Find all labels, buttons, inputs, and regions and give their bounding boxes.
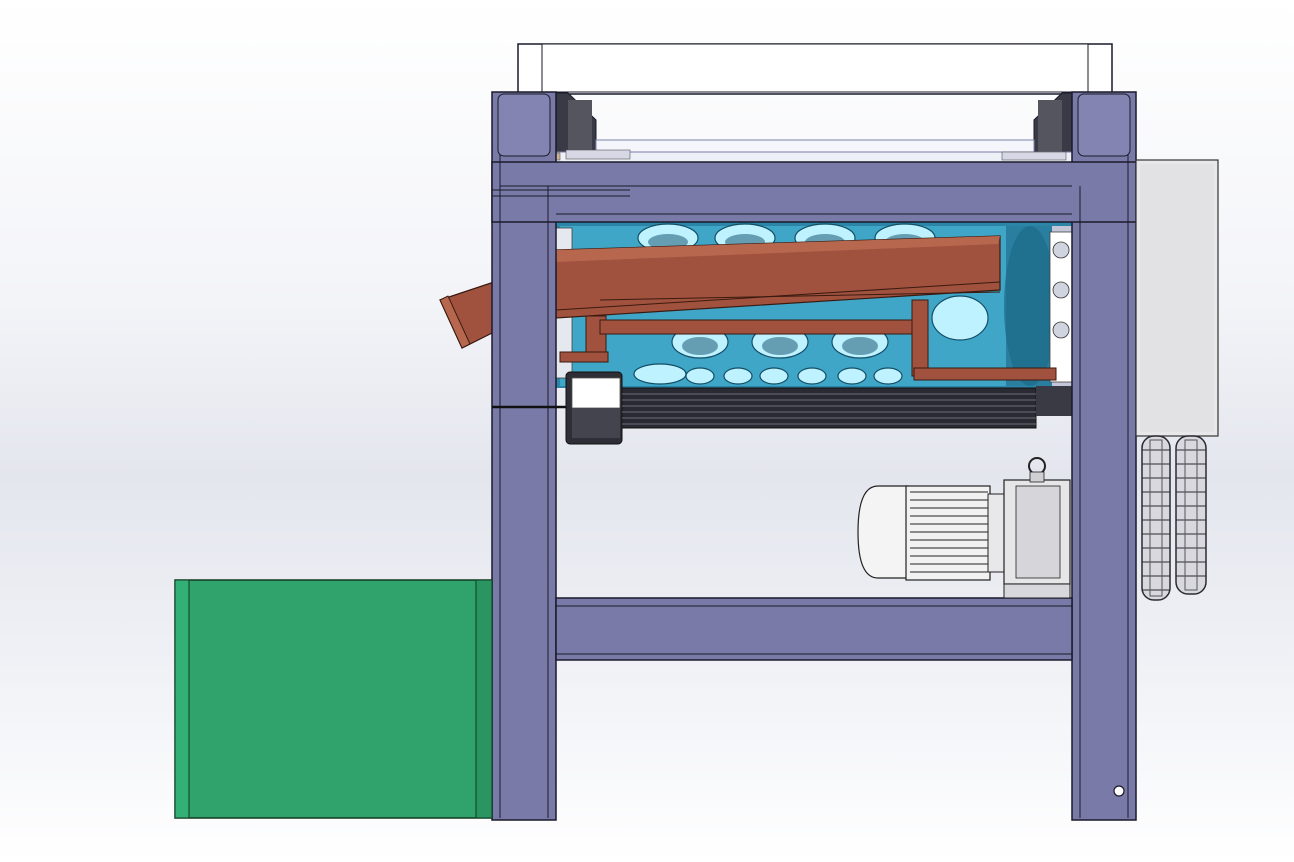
top-bracket-right <box>1033 92 1075 161</box>
frame-lower-beam <box>555 597 1073 661</box>
belt-rollers <box>621 386 1072 429</box>
main-frame <box>491 91 1137 821</box>
drive-chains <box>1141 435 1207 601</box>
feed-chute <box>555 235 1057 381</box>
frame-top-beam <box>491 161 1137 223</box>
top-rail <box>517 43 1113 95</box>
electric-motor <box>857 485 1007 581</box>
collection-bin <box>174 579 493 819</box>
chain-guard-cover <box>1135 159 1219 437</box>
drive-pulley <box>565 371 623 445</box>
mounting-hole <box>1113 785 1125 797</box>
gear-reducer <box>1003 457 1071 599</box>
top-bracket-left <box>555 92 597 161</box>
inlet-spout <box>439 281 495 349</box>
